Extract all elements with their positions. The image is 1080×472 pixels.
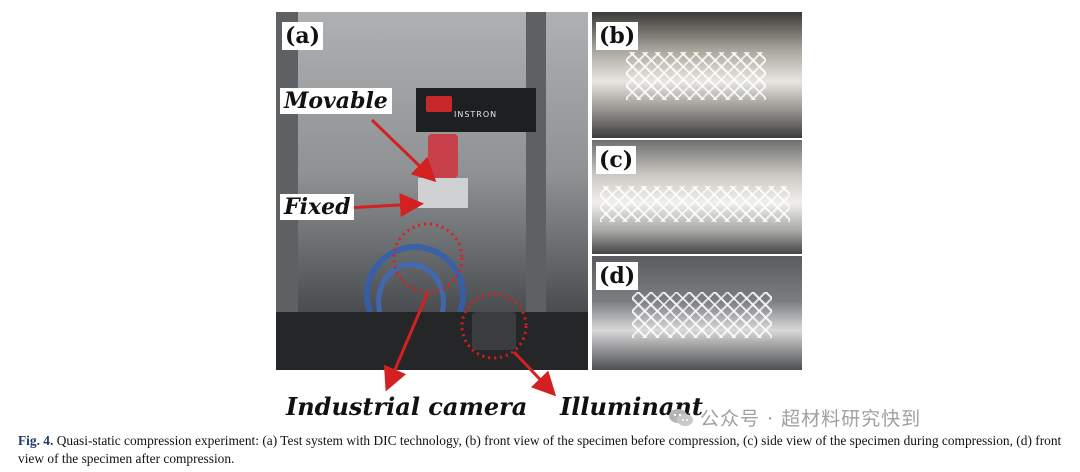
machine-base	[276, 312, 588, 370]
panel-label-b: (b)	[596, 22, 639, 50]
figure-caption: Fig. 4. Quasi-static compression experim…	[18, 432, 1068, 468]
caption-text: Quasi-static compression experiment: (a)…	[18, 433, 1062, 466]
arrow-camera	[384, 291, 430, 392]
caption-label: Fig. 4.	[18, 433, 54, 448]
highlight-circle-camera	[392, 222, 464, 294]
wechat-icon	[668, 408, 694, 428]
label-movable: Movable	[280, 88, 392, 114]
panel-label-c: (c)	[596, 146, 637, 174]
panel-label-a: (a)	[282, 22, 324, 50]
watermark-text: 公众号 · 超材料研究快到	[700, 408, 922, 430]
label-fixed: Fixed	[280, 194, 355, 220]
instron-logo-icon	[426, 96, 452, 112]
photo-test-system: INSTRON	[276, 12, 588, 370]
instron-brand-text: INSTRON	[454, 110, 498, 119]
lattice-specimen-after	[632, 292, 772, 338]
label-industrial-camera: Industrial camera	[286, 392, 528, 421]
lattice-specimen-during	[600, 186, 790, 222]
illuminant-lamp	[472, 312, 516, 350]
arrow-fixed	[345, 193, 424, 217]
highlight-circle-illuminant	[460, 292, 528, 360]
arrow-illuminant	[512, 350, 557, 397]
lattice-specimen-before	[626, 52, 766, 100]
panel-label-d: (d)	[596, 262, 639, 290]
watermark: 公众号 · 超材料研究快到	[668, 404, 921, 431]
frame-column-right	[526, 12, 546, 312]
arrow-movable	[370, 118, 437, 183]
compression-platen	[418, 178, 468, 208]
